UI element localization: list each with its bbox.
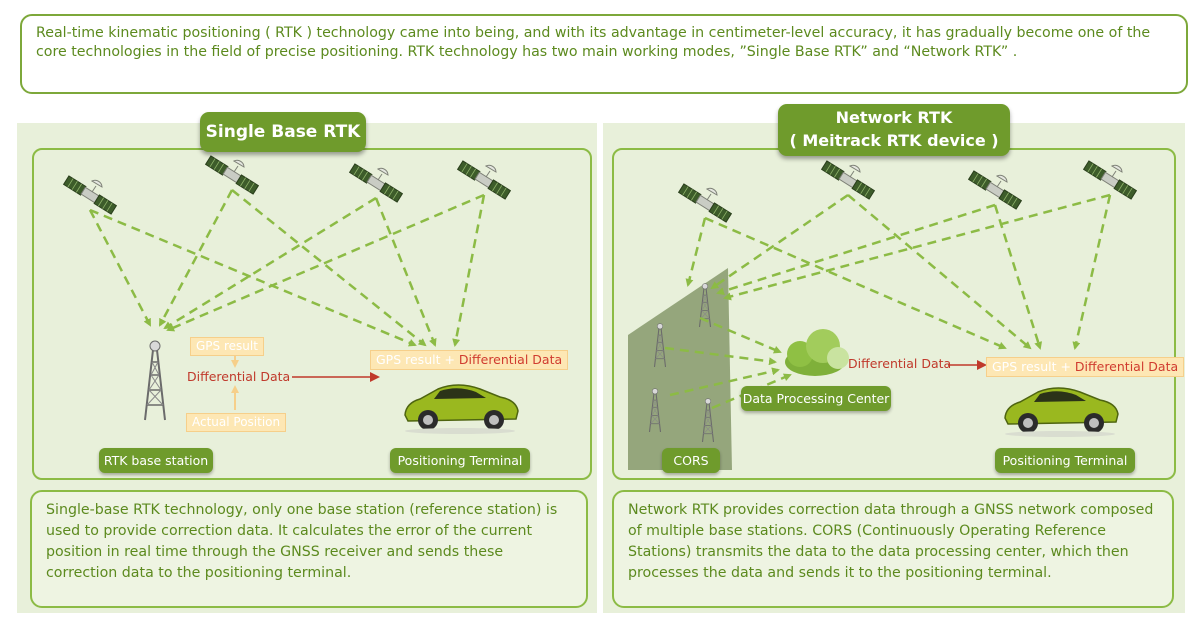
rtk-base-station-tag: RTK base station bbox=[99, 448, 213, 473]
intro-text: Real-time kinematic positioning ( RTK ) … bbox=[36, 25, 1151, 60]
network-rtk-title: Network RTK ( Meitrack RTK device ) bbox=[778, 104, 1010, 156]
satellite-icon bbox=[968, 170, 1022, 210]
car-icon bbox=[404, 384, 519, 435]
combo-gps-text: GPS result + bbox=[992, 359, 1075, 374]
satellite-signal-lines bbox=[664, 193, 1112, 410]
combo-gps-text: GPS result + bbox=[376, 352, 459, 367]
positioning-terminal-tag: Positioning Terminal bbox=[390, 448, 530, 473]
satellite-icon bbox=[205, 155, 259, 195]
data-processing-center-tag: Data Processing Center bbox=[741, 386, 891, 411]
actual-position-label: Actual Position bbox=[186, 413, 287, 432]
satellite-icon bbox=[457, 160, 511, 200]
network-rtk-description: Network RTK provides correction data thr… bbox=[612, 490, 1174, 608]
single-base-description-text: Single-base RTK technology, only one bas… bbox=[46, 502, 558, 581]
satellite-icon bbox=[349, 163, 403, 203]
differential-data-label: Differential Data bbox=[848, 356, 952, 371]
car-icon bbox=[1004, 387, 1119, 438]
single-base-title: Single Base RTK bbox=[200, 112, 366, 152]
combo-diff-text: Differential Data bbox=[458, 352, 563, 367]
network-rtk-description-text: Network RTK provides correction data thr… bbox=[628, 502, 1154, 581]
network-rtk-title-line1: Network RTK bbox=[835, 108, 953, 127]
gps-differential-combo: GPS result + Differential Data bbox=[986, 357, 1185, 377]
single-base-title-text: Single Base RTK bbox=[205, 122, 361, 142]
antenna-tower-icon bbox=[144, 340, 166, 421]
satellite-icon bbox=[821, 160, 875, 200]
satellite-signal-lines bbox=[88, 189, 486, 347]
gps-result-label: GPS result bbox=[190, 337, 264, 356]
cors-region bbox=[628, 268, 732, 470]
combo-diff-text: Differential Data bbox=[1074, 359, 1179, 374]
cloud-icon bbox=[785, 329, 849, 376]
cors-tag: CORS bbox=[662, 448, 720, 473]
single-base-description: Single-base RTK technology, only one bas… bbox=[30, 490, 588, 608]
satellite-icon bbox=[63, 175, 117, 215]
network-rtk-title-line2: ( Meitrack RTK device ) bbox=[789, 131, 999, 150]
positioning-terminal-tag: Positioning Terminal bbox=[995, 448, 1135, 473]
satellite-icon bbox=[1083, 160, 1137, 200]
gps-differential-combo: GPS result + Differential Data bbox=[370, 350, 569, 370]
differential-data-label: Differential Data bbox=[187, 369, 291, 384]
intro-box: Real-time kinematic positioning ( RTK ) … bbox=[20, 14, 1188, 94]
satellite-icon bbox=[678, 183, 732, 223]
